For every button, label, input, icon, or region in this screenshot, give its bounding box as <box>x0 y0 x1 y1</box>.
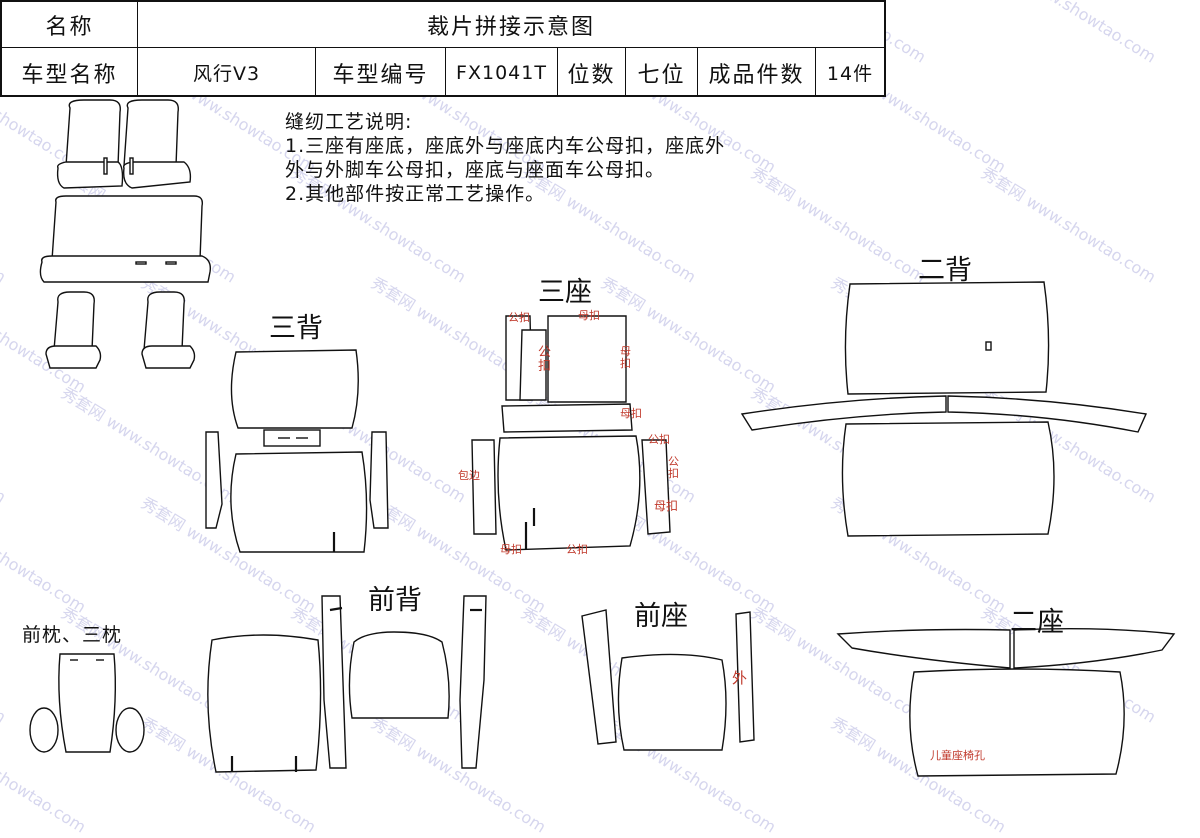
tag-male-part: 公扣 <box>538 345 552 374</box>
pattern-pieces <box>29 99 1176 777</box>
notes-title: 缝纫工艺说明: <box>285 111 413 133</box>
model-no-value: FX1041T <box>446 48 558 97</box>
tag-male-female-snap: 公扣 <box>538 345 552 374</box>
front-back-pieces <box>207 595 487 773</box>
tag-male-snap-4: 公扣 <box>566 543 588 556</box>
seats-label: 位数 <box>558 48 626 97</box>
tag-male-snap-1: 公扣 <box>508 311 530 324</box>
label-second-back: 二背 <box>918 255 972 286</box>
tag-female-snap-3: 母扣 <box>620 407 642 420</box>
notes-line-2: 外与外脚车公母扣，座底与座面车公母扣。 <box>285 159 666 181</box>
tag-binding: 包边 <box>458 469 480 482</box>
front-seat-pieces <box>581 609 755 751</box>
pieces-label: 成品件数 <box>698 48 816 97</box>
label-headrests: 前枕、三枕 <box>22 624 123 646</box>
notes-line-3: 2.其他部件按正常工艺操作。 <box>285 183 546 205</box>
tag-child-seat-hole: 儿童座椅孔 <box>930 749 985 762</box>
third-seat-pieces <box>471 315 671 551</box>
tag-male-snap-3: 公扣 <box>668 455 679 480</box>
second-back-pieces <box>740 281 1148 537</box>
pieces-value: 14件 <box>826 63 874 85</box>
label-front-seat: 前座 <box>634 601 688 632</box>
tag-male-snap-2: 公扣 <box>648 433 670 446</box>
label-third-seat: 三座 <box>538 277 592 308</box>
diagram-title: 裁片拼接示意图 <box>138 2 884 48</box>
sewing-notes: 缝纫工艺说明: 1.三座有座底，座底外与座底内车公母扣，座底外 外与外脚车公母扣… <box>285 110 725 206</box>
tag-female-snap-4: 母扣 <box>654 499 679 513</box>
tag-female-snap-2: 母扣 <box>620 345 631 370</box>
header-table: 名称 裁片拼接示意图 车型名称 风行V3 车型编号 FX1041T 位数 七位 … <box>0 0 886 97</box>
tag-female-snap-1: 母扣 <box>578 309 600 322</box>
tag-outer: 外 <box>732 669 748 687</box>
model-name-value: 风行V3 <box>138 48 316 97</box>
tag-female-snap-5: 母扣 <box>500 543 522 556</box>
label-front-back: 前背 <box>368 585 422 616</box>
headrest-pieces <box>29 653 145 753</box>
model-name-label: 车型名称 <box>2 48 138 97</box>
seat-overview-illustration <box>39 99 212 369</box>
name-label: 名称 <box>2 2 138 48</box>
model-no-label: 车型编号 <box>316 48 446 97</box>
label-third-back: 三背 <box>269 313 323 344</box>
seats-value: 七位 <box>626 48 698 97</box>
label-second-seat: 二座 <box>1010 607 1064 638</box>
second-seat-pieces <box>836 627 1176 777</box>
notes-line-1: 1.三座有座底，座底外与座底内车公母扣，座底外 <box>285 135 726 157</box>
third-back-pieces <box>205 349 389 553</box>
